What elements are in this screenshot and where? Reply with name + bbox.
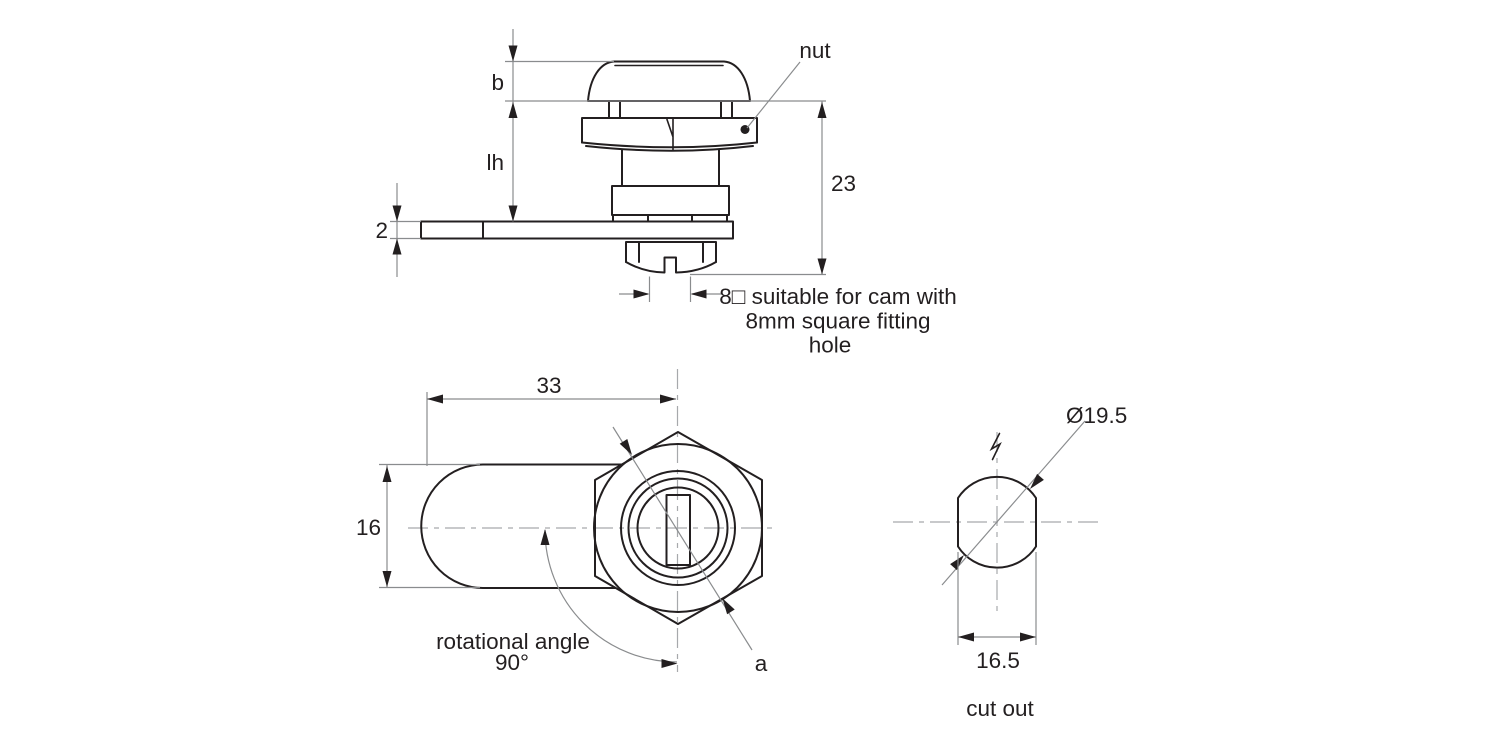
- keyway-slot: [665, 494, 691, 566]
- nut-label: nut: [799, 38, 831, 63]
- arrow-up-icon: [817, 102, 827, 118]
- arrow-left-icon: [427, 394, 443, 404]
- arrow-down-icon: [382, 571, 392, 587]
- arrow-up-icon: [540, 529, 550, 545]
- arrow-right-icon: [1020, 632, 1036, 642]
- arrow-diagonal-icon: [950, 555, 964, 571]
- dim-cutout-width: 16.5: [957, 552, 1037, 673]
- diameter-leader-line: [941, 420, 1086, 586]
- arrow-down-icon: [508, 205, 518, 222]
- cutout-view: Ø19.5 16.5 cut out: [893, 403, 1127, 721]
- nut-label-annotation: nut: [746, 38, 831, 129]
- neck-lines: [608, 100, 733, 119]
- nut-center-line: [666, 117, 674, 151]
- dim-2-label: 2: [375, 218, 388, 243]
- arrow-down-icon: [817, 258, 827, 275]
- arrow-up-icon: [392, 238, 402, 255]
- arrow-diagonal-icon: [722, 598, 735, 615]
- rotational-angle-annotation: rotational angle 90°: [436, 529, 678, 675]
- retainer-washer: [625, 241, 717, 263]
- dim-lh-label: lh: [486, 150, 504, 175]
- dim-cam-length: 33: [426, 373, 676, 466]
- nut-bottom-chamfer: [581, 141, 758, 152]
- square-note-line3: hole: [809, 333, 852, 358]
- dim-b-lh: b lh: [486, 29, 826, 222]
- head-dome-outline: [587, 60, 751, 102]
- key-plug-circle: [636, 486, 720, 570]
- cutout-shape: [957, 475, 1037, 569]
- flange-strip: [612, 214, 728, 223]
- side-view: b lh 2 23 8□ suitable for cam with 8mm: [375, 29, 957, 358]
- dim-cam-width: 16: [356, 463, 480, 589]
- rotation-note-line1: rotational angle: [436, 629, 590, 654]
- arrow-left-icon: [958, 632, 974, 642]
- label-a: a: [755, 651, 768, 676]
- dim-16-label: 16: [356, 515, 381, 540]
- nut-body: [581, 117, 758, 144]
- threaded-shank: [621, 149, 720, 187]
- rotation-note-line2: 90°: [495, 650, 529, 675]
- dim-8-square: 8□ suitable for cam with 8mm square fitt…: [619, 276, 957, 358]
- nut-chamfer-circle: [593, 443, 763, 613]
- arrow-down-icon: [508, 45, 518, 62]
- arrow-up-icon: [382, 466, 392, 482]
- break-symbol-icon: [989, 432, 1002, 461]
- lock-face-circle: [620, 470, 736, 586]
- dim-plate-thickness: 2: [375, 183, 421, 277]
- cylinder-rim-circle: [627, 477, 729, 579]
- hex-nut-outline: [594, 431, 763, 625]
- arrow-right-icon: [633, 289, 650, 299]
- square-note-line1: 8□ suitable for cam with: [719, 284, 956, 309]
- dim-diameter-label: Ø19.5: [1066, 403, 1127, 428]
- arrow-diagonal-icon: [1030, 473, 1044, 489]
- arrow-diagonal-icon: [619, 439, 632, 455]
- rotation-arc: [544, 529, 678, 663]
- cutout-caption: cut out: [966, 696, 1034, 721]
- arrow-up-icon: [508, 102, 518, 118]
- arrow-down-icon: [392, 205, 402, 222]
- dim-23-label: 23: [831, 171, 856, 196]
- front-view: 33 16 rotational angle 90° a: [356, 369, 777, 676]
- dim-16-5-label: 16.5: [976, 648, 1020, 673]
- arrow-right-icon: [660, 394, 676, 404]
- cam-plate: [420, 220, 734, 240]
- arrow-left-icon: [690, 289, 707, 299]
- dim-b-label: b: [491, 70, 504, 95]
- dim-cutout-diameter: Ø19.5: [941, 403, 1127, 586]
- nut-leader-line: [746, 61, 801, 129]
- dim-total-height: 23: [690, 101, 856, 276]
- dim-33-label: 33: [536, 373, 561, 398]
- a-leader-line: [612, 426, 753, 651]
- screw-end-slot: [625, 256, 717, 274]
- housing-body: [611, 185, 730, 216]
- cam-lever-outline: [420, 463, 622, 589]
- square-note-line2: 8mm square fitting: [745, 309, 930, 334]
- label-a-annotation: a: [612, 426, 768, 676]
- arrow-right-icon: [661, 659, 678, 668]
